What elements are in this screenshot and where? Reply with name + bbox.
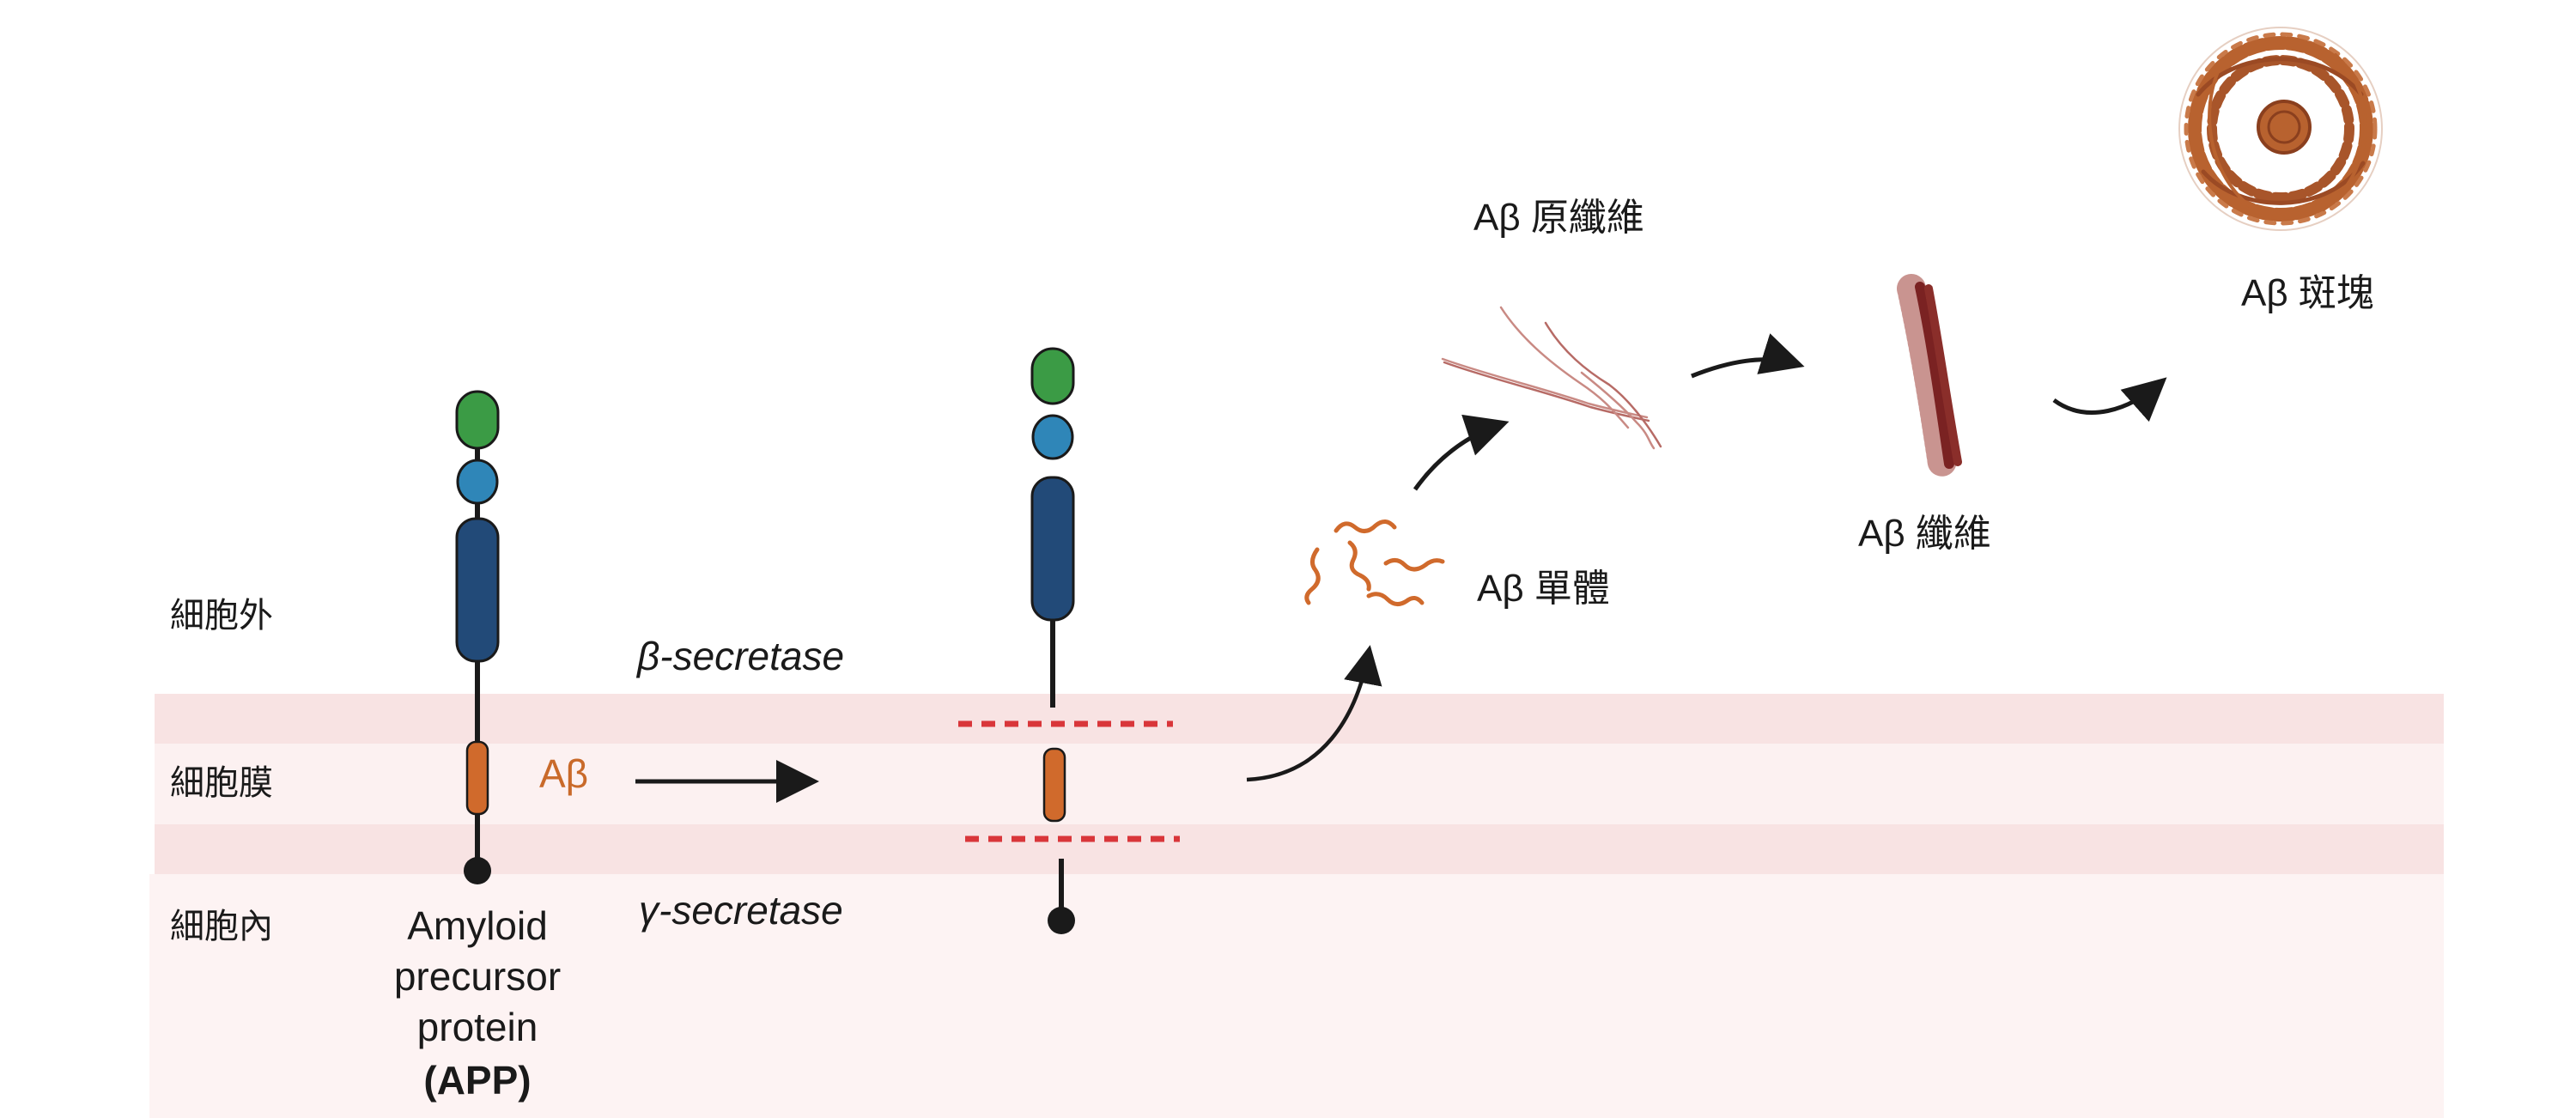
- app-caption-line1: Amyloid: [407, 903, 548, 948]
- fibril-bundle-core-2: [1924, 284, 1962, 466]
- plaque-label: Aβ 斑塊: [2241, 272, 2374, 314]
- protofibril-label: Aβ 原纖維: [1473, 197, 1644, 239]
- fibril-to-plaque-arrow: [2052, 377, 2167, 422]
- monomer-strand-3: [1347, 540, 1371, 592]
- membrane-band-outer-top: [155, 694, 2444, 744]
- monomer-strand-5: [1366, 592, 1425, 606]
- abeta-label: Aβ: [539, 751, 588, 796]
- plaque-ring-inner: [2184, 32, 2378, 226]
- fibril-bundle-core: [1915, 282, 1954, 469]
- protofibril-strand-5: [1580, 371, 1656, 450]
- app-protein-intact: [455, 390, 500, 884]
- monomer-label: Aβ 單體: [1477, 568, 1610, 610]
- cleaved-cterm-knob: [1048, 907, 1075, 934]
- monomer-to-protofibril-arrow: [1413, 414, 1510, 491]
- monomer-strand-4: [1383, 558, 1445, 572]
- green-domain: [455, 390, 500, 450]
- lightblue-domain: [456, 459, 499, 505]
- plaque-core-ring: [2267, 110, 2301, 144]
- cterm-knob: [464, 857, 491, 884]
- cell-background: [149, 694, 2444, 1118]
- fibril-bundle-outer: [1897, 274, 1957, 478]
- abeta-segment: [465, 740, 489, 816]
- release-arrow: [1246, 645, 1382, 782]
- abeta-monomers: [1304, 520, 1445, 606]
- monomer-strand-2: [1304, 547, 1321, 605]
- abeta-protofibrils: [1441, 306, 1662, 450]
- cleaved-green-domain: [1030, 347, 1075, 405]
- cleaved-lightblue-domain: [1031, 414, 1074, 460]
- darkblue-domain: [455, 517, 500, 663]
- abeta-plaque: [2178, 27, 2383, 231]
- app-caption-line4: (APP): [423, 1058, 531, 1103]
- plaque-core: [2257, 100, 2312, 155]
- released-abeta-segment: [1042, 747, 1066, 823]
- protofibril-strand-1: [1441, 357, 1649, 419]
- gamma-secretase-label: γ-secretase: [639, 888, 843, 933]
- protofibril-to-fibril-arrow: [1691, 333, 1805, 379]
- membrane-band-outer-bottom: [155, 824, 2444, 874]
- plaque-fiber-4: [2322, 53, 2367, 211]
- monomer-strand-1: [1334, 520, 1397, 533]
- fibril-label: Aβ 纖維: [1858, 513, 1991, 555]
- app-protein-cleaved: [958, 347, 1180, 934]
- cleaved-darkblue-domain: [1030, 476, 1075, 622]
- abeta-fibril: [1897, 274, 1962, 478]
- plaque-fiber-2: [2201, 161, 2366, 205]
- membrane-label: 細胞膜: [170, 764, 273, 802]
- protofibril-strand-2: [1443, 361, 1650, 422]
- beta-secretase-label: β-secretase: [635, 634, 844, 678]
- app-caption-line2: precursor: [394, 954, 561, 999]
- protofibril-strand-4: [1544, 321, 1662, 448]
- app-caption: Amyloid precursor protein (APP): [394, 903, 561, 1103]
- plaque-halo: [2178, 27, 2383, 231]
- membrane-band-middle: [155, 744, 2444, 824]
- cytoplasm-region: [149, 874, 2444, 1118]
- plaque-fiber-3: [2208, 58, 2251, 208]
- extracellular-label: 細胞外: [170, 597, 273, 635]
- app-caption-line3: protein: [417, 1005, 538, 1049]
- intracellular-label: 細胞內: [170, 908, 273, 945]
- protofibril-strand-3: [1499, 306, 1630, 429]
